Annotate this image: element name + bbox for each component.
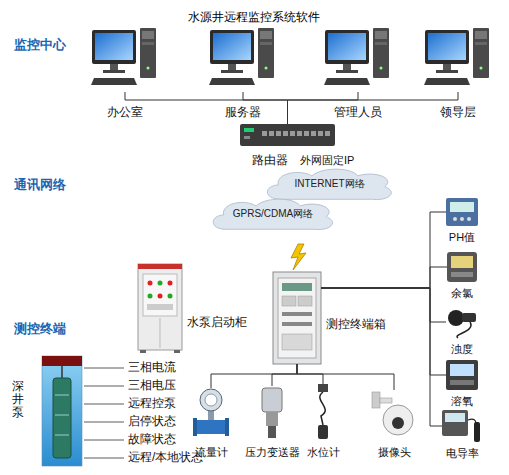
node-label: 管理人员 bbox=[334, 106, 382, 120]
signal-label: 远程/本地状态 bbox=[128, 451, 203, 465]
instrument: 溶氧 bbox=[446, 360, 478, 390]
instrument: 流量计 bbox=[195, 388, 227, 440]
instrument: 余氯 bbox=[447, 252, 477, 282]
node-label: 余氯 bbox=[451, 287, 473, 300]
deep-well-pump: 深井泵 bbox=[42, 356, 82, 466]
router-icon bbox=[240, 124, 335, 146]
region-label: 监控中心 bbox=[14, 38, 66, 53]
cabinet-icon bbox=[138, 264, 182, 353]
pump-cabinet: 水泵启动柜 bbox=[138, 264, 182, 352]
signal-label: 故障状态 bbox=[128, 433, 176, 447]
node-label: 测控终端箱 bbox=[326, 318, 386, 332]
deep-well-pump-icon bbox=[42, 356, 82, 466]
diagram-title: 水源井远程监控系统软件 bbox=[188, 9, 320, 26]
leader-line bbox=[84, 368, 124, 458]
node-label: INTERNET网络 bbox=[295, 178, 365, 190]
node-label: 水位计 bbox=[307, 446, 340, 459]
connector bbox=[321, 212, 446, 288]
node-label: 办公室 bbox=[107, 106, 143, 120]
node-label: 深井泵 bbox=[12, 380, 24, 420]
connector bbox=[297, 364, 394, 390]
node-label: GPRS/CDMA网络 bbox=[233, 208, 314, 220]
ip-label: 外网固定IP bbox=[300, 154, 354, 167]
connector bbox=[321, 267, 447, 288]
instrument: PH值 bbox=[446, 198, 478, 226]
node-label: 路由器 bbox=[252, 154, 288, 168]
node-label: 服务器 bbox=[225, 106, 261, 120]
connector bbox=[211, 364, 297, 388]
computer-icon bbox=[91, 28, 489, 85]
node-label: 压力变送器 bbox=[245, 446, 300, 459]
signal-label: 三相电压 bbox=[128, 379, 176, 393]
connector bbox=[125, 92, 288, 124]
computer: 管理人员 bbox=[325, 28, 391, 92]
computer: 服务器 bbox=[210, 28, 276, 92]
node-label: 浊度 bbox=[451, 343, 473, 356]
network-cloud: GPRS/CDMA网络 bbox=[208, 196, 338, 232]
node-label: 摄像头 bbox=[378, 446, 411, 459]
connector bbox=[321, 288, 446, 322]
terminal-box: 测控终端箱 bbox=[273, 272, 321, 364]
computer: 领导层 bbox=[425, 28, 491, 92]
signal-label: 远程控泵 bbox=[128, 397, 176, 411]
lightning-symbol bbox=[291, 244, 306, 270]
computer: 办公室 bbox=[92, 28, 158, 92]
instrument: 电导率 bbox=[442, 410, 482, 442]
connector bbox=[288, 92, 459, 124]
node-label: 流量计 bbox=[195, 446, 228, 459]
node-label: 溶氧 bbox=[451, 395, 473, 408]
connector bbox=[272, 364, 297, 386]
instrument: 压力变送器 bbox=[258, 386, 286, 440]
node-label: 电导率 bbox=[446, 447, 479, 460]
node-label: 领导层 bbox=[440, 106, 476, 120]
region-label: 通讯网络 bbox=[14, 178, 66, 193]
router: 路由器 bbox=[240, 124, 335, 146]
connector bbox=[321, 288, 446, 375]
connector bbox=[321, 288, 442, 426]
signal-label: 三相电流 bbox=[128, 361, 176, 375]
instrument: 水位计 bbox=[312, 384, 334, 440]
node-label: 水泵启动柜 bbox=[187, 316, 247, 330]
instrument: 摄像头 bbox=[372, 390, 416, 440]
network-cloud: INTERNET网络 bbox=[262, 166, 397, 202]
node-label: PH值 bbox=[449, 231, 475, 244]
signal-label: 启停状态 bbox=[128, 415, 176, 429]
instrument: 浊度 bbox=[446, 306, 478, 338]
terminal-box-icon bbox=[273, 272, 321, 364]
region-label: 测控终端 bbox=[14, 322, 66, 337]
